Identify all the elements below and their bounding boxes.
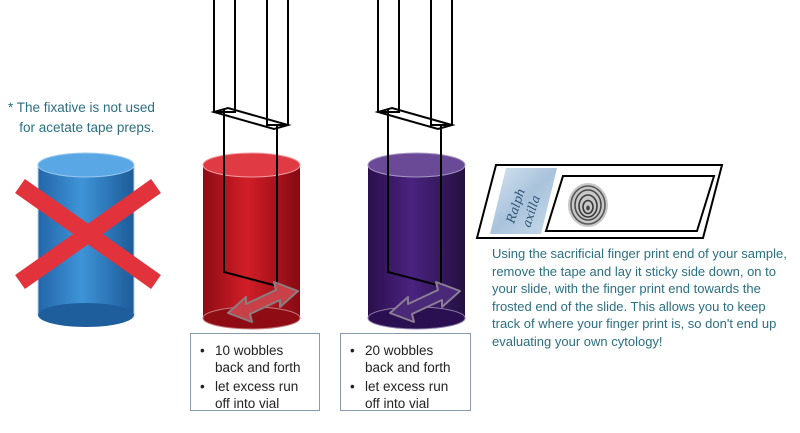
double-arrow-icon <box>389 281 461 323</box>
step-box-blue: 20 wobbles back and forth let excess run… <box>340 333 471 411</box>
step-item: 10 wobbles back and forth <box>191 342 319 376</box>
tape-strip-1 <box>210 0 292 288</box>
double-arrow-icon <box>227 281 299 323</box>
fingerprint-icon <box>568 183 608 227</box>
tape-strip-2 <box>374 0 456 288</box>
x-cross-icon <box>15 179 161 289</box>
fixative-vial <box>37 152 135 327</box>
step-box-red: 10 wobbles back and forth let excess run… <box>190 333 320 411</box>
frosted-end <box>490 168 557 234</box>
step-item: let excess run off into vial <box>341 378 470 412</box>
microscope-slide: Ralph axilla <box>475 164 724 239</box>
step-item: let excess run off into vial <box>191 378 319 412</box>
step-item: 20 wobbles back and forth <box>341 342 470 376</box>
slide-instructions: Using the sacrificial finger print end o… <box>492 246 787 349</box>
fixative-note: * The fixative is not used for acetate t… <box>8 100 155 135</box>
